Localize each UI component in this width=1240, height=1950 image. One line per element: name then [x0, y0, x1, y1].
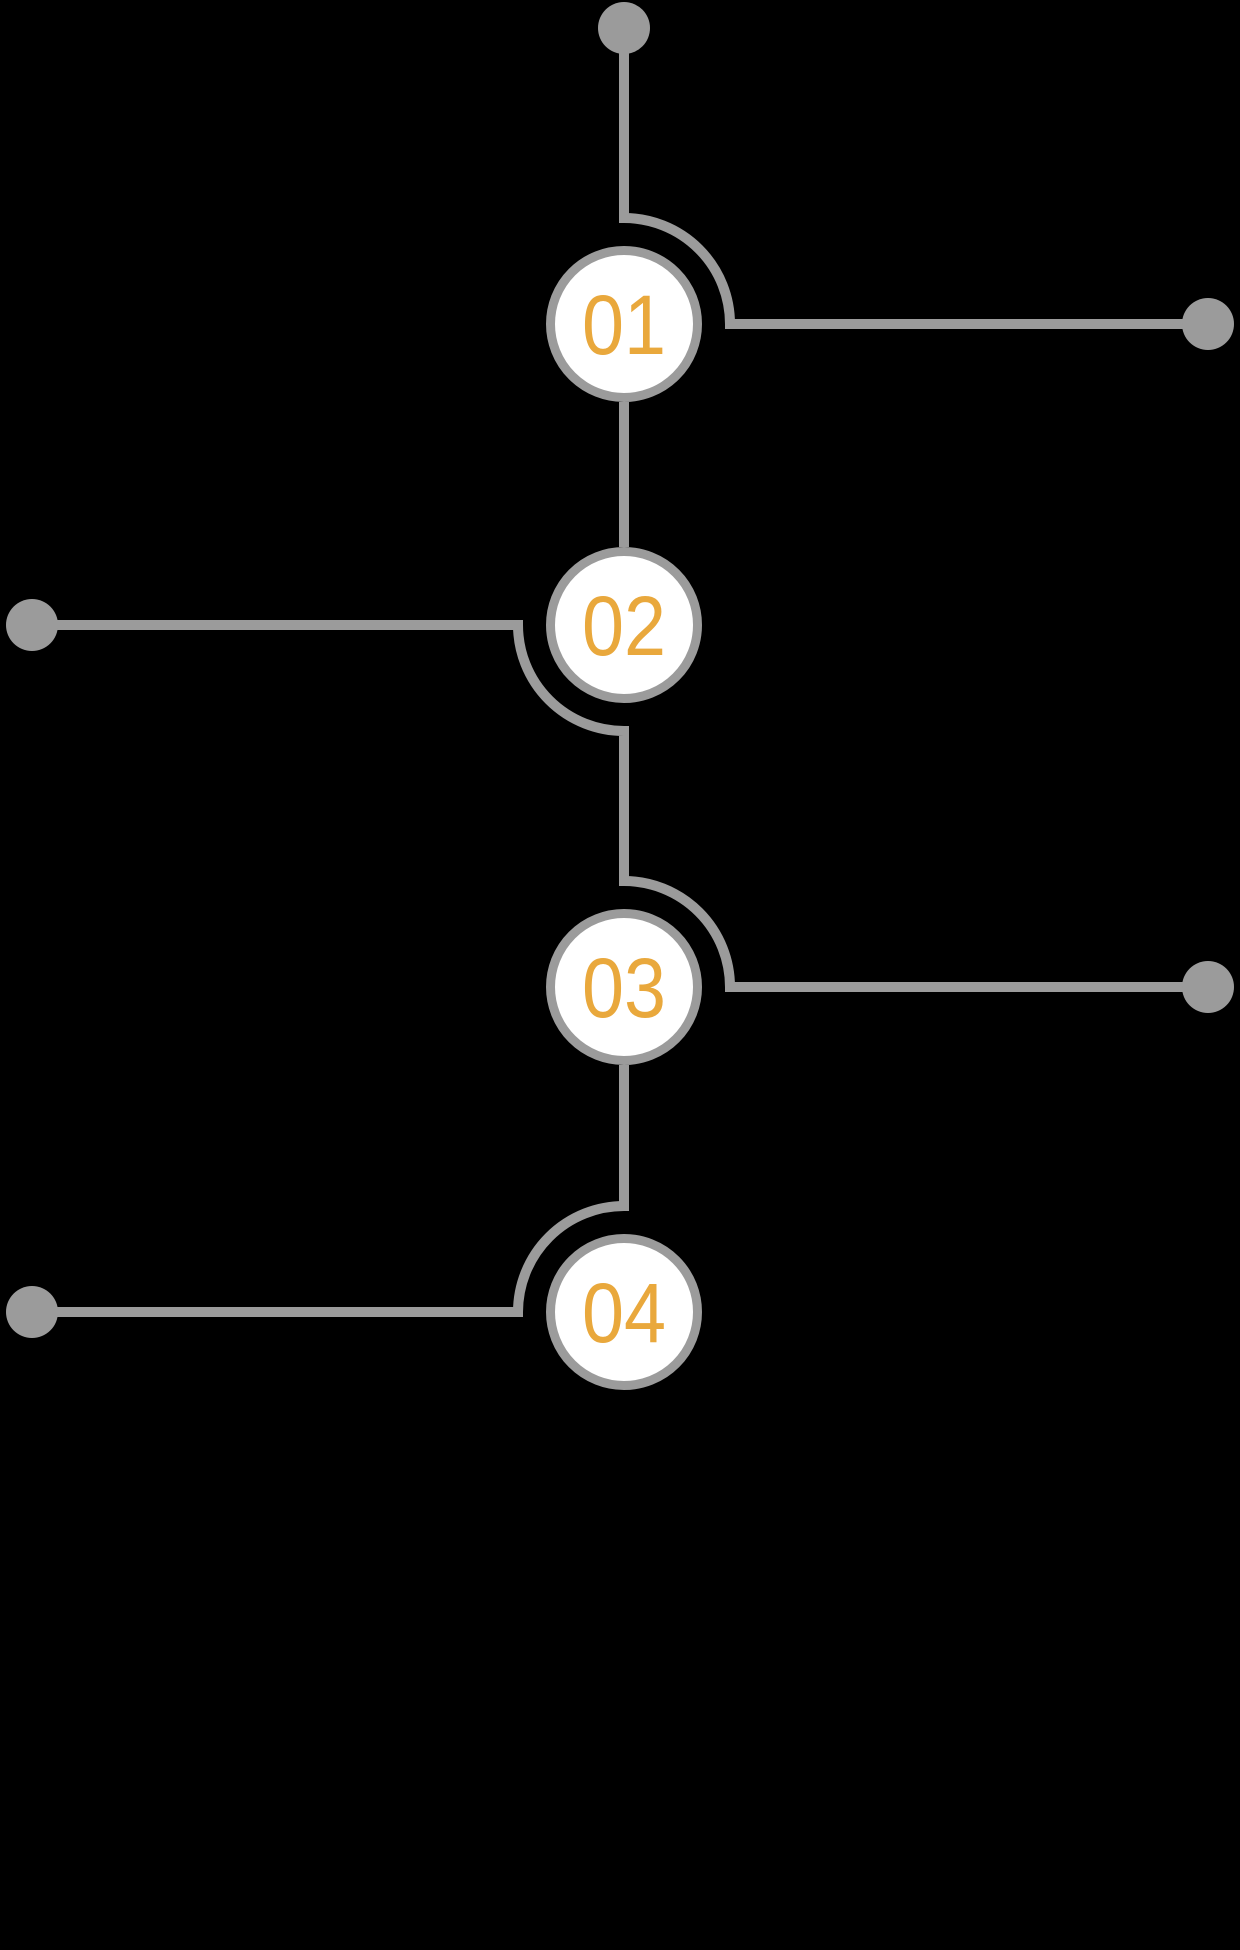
- step-node-04-circle: [546, 1234, 702, 1390]
- step-number-label-02: 02: [582, 579, 666, 673]
- connector-03-around-04-path: [32, 1065, 629, 1317]
- step-node-02: 02: [546, 547, 702, 703]
- connector-02-03-path: [32, 620, 1208, 992]
- step-number-label-01: 01: [582, 278, 666, 372]
- step-node-01-circle: [546, 246, 702, 402]
- step-node-01: 01: [546, 246, 702, 402]
- step-node-03-circle: [546, 909, 702, 1065]
- step-node-04: 04: [546, 1234, 702, 1390]
- step-node-03: 03: [546, 909, 702, 1065]
- endpoint-dot-left-04: [6, 1286, 58, 1338]
- endpoint-dot-right-03: [1182, 961, 1234, 1013]
- endpoint-dot-left-02: [6, 599, 58, 651]
- endpoint-dot-top: [598, 2, 650, 54]
- step-number-label-04: 04: [582, 1266, 666, 1360]
- step-node-02-circle: [546, 547, 702, 703]
- endpoint-dot-right-01: [1182, 298, 1234, 350]
- step-number-label-03: 03: [582, 941, 666, 1035]
- connector-top-around-01-path: [619, 28, 1208, 329]
